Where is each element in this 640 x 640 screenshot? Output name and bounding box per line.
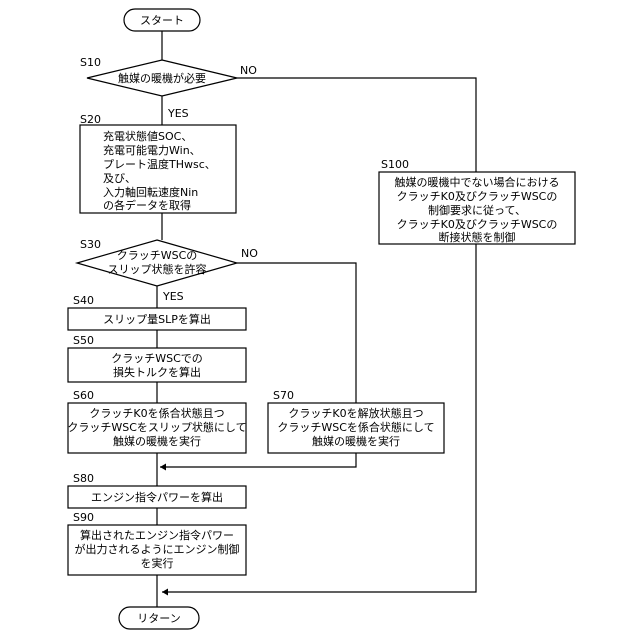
step-label-s60: S60	[73, 389, 94, 402]
process-s90-line-1: 算出されたエンジン指令パワー	[80, 528, 234, 542]
process-s20-line-4: 及び、	[103, 172, 136, 185]
process-s50-line-2: 損失トルクを算出	[113, 365, 201, 379]
decision-s10-text: 触媒の暖機が必要	[118, 71, 206, 85]
start-text: スタート	[140, 14, 184, 27]
step-label-s90: S90	[73, 511, 94, 524]
process-s20-line-2: 充電可能電力Win、	[103, 143, 201, 157]
step-label-s20: S20	[80, 113, 101, 126]
decision-s30-line-2: スリップ状態を許容	[108, 262, 207, 276]
process-s80: エンジン指令パワーを算出	[68, 486, 246, 508]
process-s70-line-1: クラッチK0を解放状態且つ	[288, 406, 423, 420]
process-s90-line-3: を実行	[141, 556, 174, 570]
process-s100-line-5: 断接状態を制御	[439, 230, 516, 244]
start-terminal: スタート	[124, 9, 200, 31]
decision-s10: 触媒の暖機が必要	[87, 60, 237, 96]
step-label-s30: S30	[80, 238, 101, 251]
step-label-s10: S10	[80, 56, 101, 69]
s10-no-label: NO	[240, 64, 257, 77]
process-s60: クラッチK0を係合状態且つ クラッチWSCをスリップ状態にして 触媒の暖機を実行	[67, 403, 246, 453]
edge-s70-merge-arrowhead	[160, 464, 166, 471]
process-s60-line-1: クラッチK0を係合状態且つ	[89, 406, 224, 420]
s30-yes-label: YES	[162, 290, 184, 303]
process-s90-line-2: が出力されるようにエンジン制御	[75, 542, 240, 556]
process-s70: クラッチK0を解放状態且つ クラッチWSCを係合状態にして 触媒の暖機を実行	[268, 403, 444, 453]
process-s100-line-1: 触媒の暖機中でない場合における	[395, 175, 560, 189]
process-s20-line-3: プレート温度THwsc、	[103, 157, 216, 171]
process-s60-line-2: クラッチWSCをスリップ状態にして	[67, 420, 246, 434]
s10-yes-label: YES	[167, 107, 189, 120]
process-s20-line-1: 充電状態値SOC、	[103, 129, 192, 143]
edge-s30-no-to-s70	[237, 263, 356, 403]
process-s100-line-4: クラッチK0及びクラッチWSCの	[397, 218, 558, 231]
step-label-s50: S50	[73, 334, 94, 347]
decision-s30: クラッチWSCの スリップ状態を許容	[77, 240, 237, 286]
process-s80-line-1: エンジン指令パワーを算出	[91, 490, 223, 504]
process-s70-line-3: 触媒の暖機を実行	[312, 434, 400, 448]
step-label-s40: S40	[73, 294, 94, 307]
process-s50-line-1: クラッチWSCでの	[111, 352, 203, 365]
end-text: リターン	[137, 612, 180, 625]
process-s90: 算出されたエンジン指令パワー が出力されるようにエンジン制御 を実行	[68, 525, 246, 575]
process-s100-line-2: クラッチK0及びクラッチWSCの	[397, 190, 558, 203]
process-s20: 充電状態値SOC、 充電可能電力Win、 プレート温度THwsc、 及び、 入力…	[80, 125, 236, 213]
process-s100-line-3: 制御要求に従って、	[428, 203, 526, 217]
s30-no-label: NO	[241, 247, 258, 260]
process-s20-line-6: の各データを取得	[103, 198, 191, 212]
edge-s100-merge-arrowhead	[162, 589, 168, 596]
process-s50: クラッチWSCでの 損失トルクを算出	[68, 348, 246, 382]
edge-s10-no-to-s100	[237, 78, 476, 172]
process-s40: スリップ量SLPを算出	[68, 308, 246, 330]
process-s100: 触媒の暖機中でない場合における クラッチK0及びクラッチWSCの 制御要求に従っ…	[379, 172, 575, 244]
process-s70-line-2: クラッチWSCを係合状態にして	[277, 420, 434, 434]
step-label-s80: S80	[73, 472, 94, 485]
step-label-s100: S100	[381, 158, 409, 171]
process-s20-line-5: 入力軸回転速度Nin	[103, 185, 198, 199]
edge-s70-merge	[160, 453, 356, 467]
end-terminal: リターン	[119, 607, 199, 629]
step-label-s70: S70	[273, 389, 294, 402]
process-s40-line-1: スリップ量SLPを算出	[103, 312, 211, 326]
process-s60-line-3: 触媒の暖機を実行	[113, 434, 201, 448]
decision-s30-line-1: クラッチWSCの	[117, 249, 198, 262]
